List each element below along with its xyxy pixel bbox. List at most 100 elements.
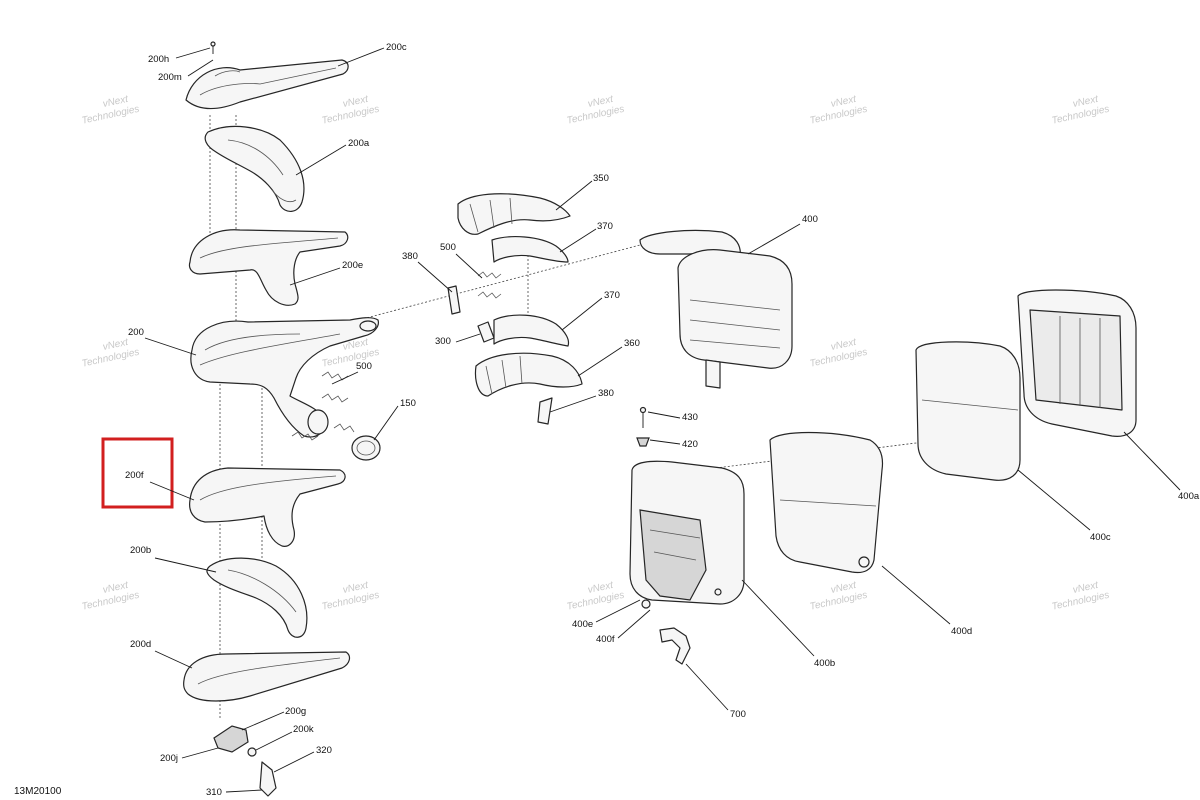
leader-370a [559,228,597,253]
callout-360[interactable]: 360 [624,338,640,349]
part-200-tuned-pipe[interactable] [190,317,379,438]
callout-200b[interactable]: 200b [130,545,151,556]
callout-200c[interactable]: 200c [386,42,407,53]
callout-400b[interactable]: 400b [814,658,835,669]
watermark-line1: vNext [830,580,858,596]
part-200a-shield[interactable] [204,125,305,212]
watermark-line1: vNext [587,94,615,110]
watermark-line1: vNext [102,580,130,596]
part-200h-screw[interactable] [210,41,216,54]
callout-420[interactable]: 420 [682,439,698,450]
callout-400c[interactable]: 400c [1090,532,1111,543]
leader-200a [295,144,347,176]
callout-500a[interactable]: 500 [356,361,372,372]
callout-labels: 200h 200m 200c 200a 200e 200 500 150 200f 200b 200… [125,42,1200,798]
leader-200f [149,481,195,501]
leader-lines [144,47,1181,793]
part-300-gasket[interactable] [477,321,495,343]
part-150-seal-ring[interactable] [351,435,381,461]
leader-200j [181,747,219,759]
part-200c-top-shield[interactable] [185,59,349,110]
callout-500b[interactable]: 500 [440,242,456,253]
callout-400d[interactable]: 400d [951,626,972,637]
callout-200m[interactable]: 200m [158,72,182,83]
part-400-muffler[interactable] [639,229,793,389]
callout-150[interactable]: 150 [400,398,416,409]
callout-400f[interactable]: 400f [596,634,615,645]
part-380-clip-top[interactable] [447,285,461,315]
leader-310 [225,789,263,793]
part-380-clip-bottom[interactable] [537,397,553,425]
part-370-sleeve-top[interactable] [491,236,569,263]
callout-320[interactable]: 320 [316,745,332,756]
callout-400[interactable]: 400 [802,214,818,225]
callout-430[interactable]: 430 [682,412,698,423]
callout-200a[interactable]: 200a [348,138,370,149]
leader-400f [617,609,651,639]
part-310-320-hanger[interactable] [259,761,277,797]
callout-200e[interactable]: 200e [342,260,363,271]
part-400b-heat-shield[interactable] [769,431,884,574]
callout-380b[interactable]: 380 [598,388,614,399]
leader-200g [241,711,285,731]
part-200k-nut[interactable] [247,747,257,757]
callout-380a[interactable]: 380 [402,251,418,262]
callout-200d[interactable]: 200d [130,639,151,650]
watermark-line1: vNext [342,580,370,596]
part-200b-shield[interactable] [206,557,308,638]
leader-150 [373,405,399,441]
leader-350 [555,180,593,211]
watermark-line1: vNext [342,94,370,110]
callout-200g[interactable]: 200g [285,706,306,717]
callout-200[interactable]: 200 [128,327,144,338]
callout-300[interactable]: 300 [435,336,451,347]
watermark-line1: vNext [102,337,130,353]
leader-320 [273,751,315,773]
leader-200h [175,47,211,59]
leader-370b [561,297,603,331]
leader-400a [1123,431,1181,491]
part-400a-heat-shield[interactable] [1017,289,1137,437]
watermark-line1: vNext [830,337,858,353]
callout-350[interactable]: 350 [593,173,609,184]
part-350-connector[interactable] [457,193,571,235]
leader-200m [187,59,214,77]
part-700-sensor[interactable] [659,627,691,665]
callout-200k[interactable]: 200k [293,724,314,735]
leader-360 [577,346,623,377]
callout-200j[interactable]: 200j [160,753,178,764]
part-muffler-assembly-bracket[interactable] [629,460,745,609]
callout-370b[interactable]: 370 [604,290,620,301]
part-360-connector[interactable] [474,352,583,397]
callout-400a[interactable]: 400a [1178,491,1200,502]
watermark-line1: vNext [830,94,858,110]
part-370-sleeve-bottom[interactable] [493,314,570,347]
part-420-grommet[interactable] [636,437,650,447]
part-500-springs-middle[interactable] [477,271,502,299]
part-200d-bottom-shield[interactable] [183,651,351,702]
callout-200f[interactable]: 200f [125,470,144,481]
part-200f-shield[interactable] [189,467,346,547]
callout-700[interactable]: 700 [730,709,746,720]
part-400d-heat-shield[interactable] [915,341,1021,481]
leader-400 [747,223,801,255]
part-430-bolt[interactable] [639,406,647,429]
callout-310[interactable]: 310 [206,787,222,798]
callout-200h[interactable]: 200h [148,54,169,65]
leader-500a [331,371,359,385]
leader-700 [685,663,729,711]
callout-400e[interactable]: 400e [572,619,593,630]
leader-200k [255,731,293,751]
callout-370a[interactable]: 370 [597,221,613,232]
part-200e-shield[interactable] [188,229,349,306]
